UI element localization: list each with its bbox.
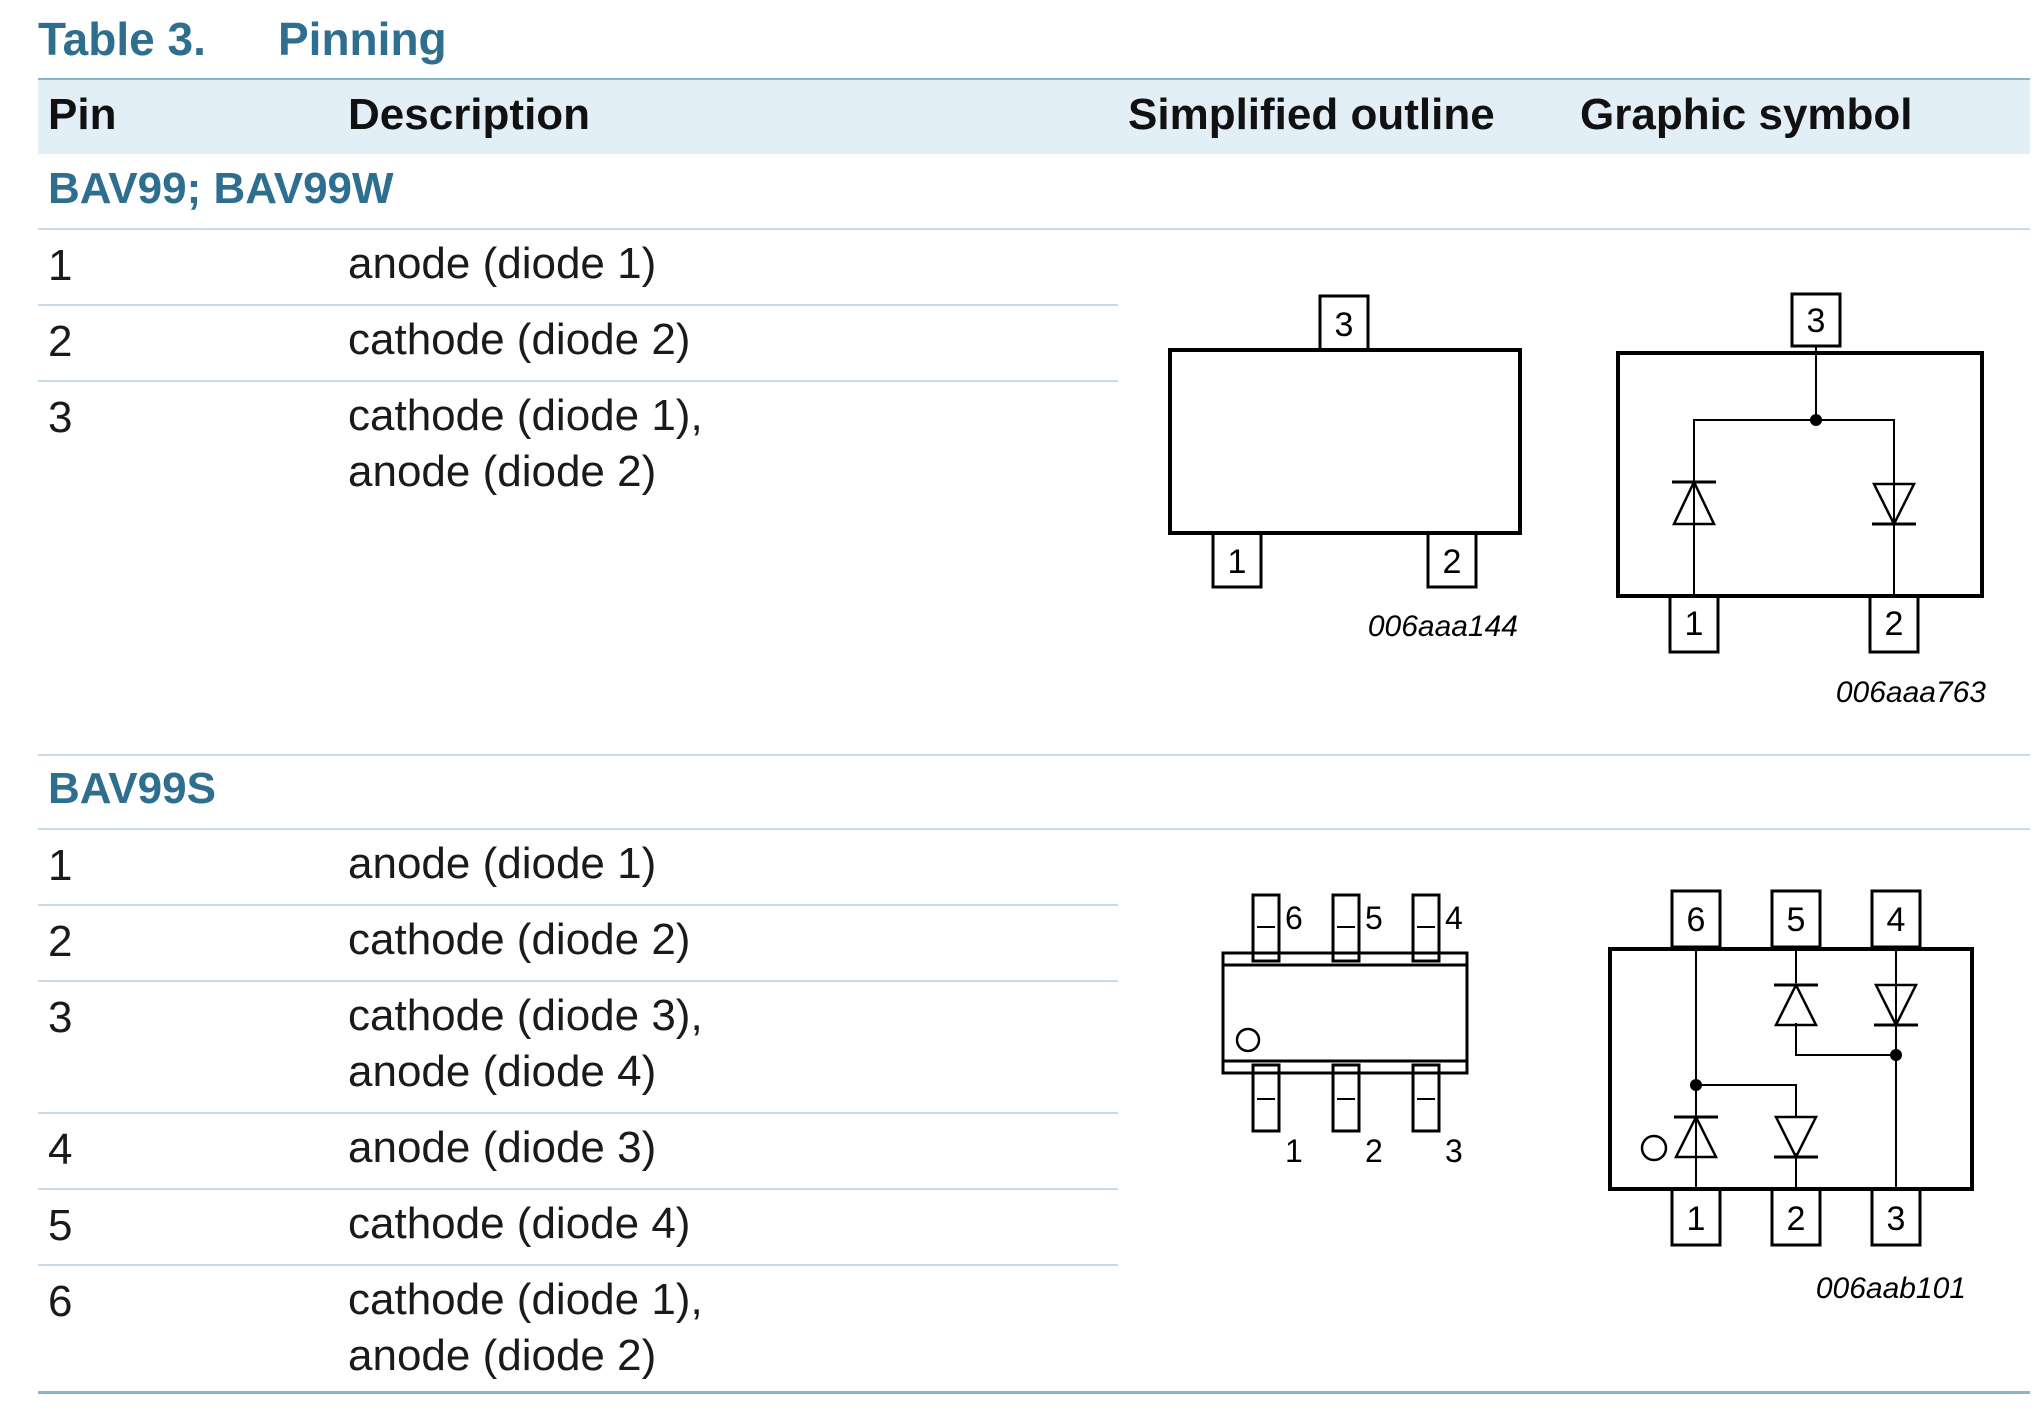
- symbol-pin-label: 4: [1887, 901, 1906, 939]
- pin-description: anode (diode 3): [348, 1123, 657, 1172]
- symbol-pin-label: 2: [1787, 1200, 1806, 1238]
- header-pin: Pin: [48, 90, 117, 139]
- section-title-bav99s: BAV99S: [48, 764, 216, 813]
- row-divider: [38, 380, 1118, 382]
- symbol-pin-label: 3: [1887, 1200, 1906, 1238]
- outline-code: 006aab101: [1816, 1272, 1966, 1305]
- pin-description: anode (diode 1): [348, 239, 657, 288]
- divider: [38, 228, 2030, 230]
- pin-description: cathode (diode 2): [348, 315, 691, 364]
- outline-pin-label: 6: [1285, 900, 1303, 936]
- symbol-pin-label: 1: [1687, 1200, 1706, 1238]
- header-simplified-outline: Simplified outline: [1128, 90, 1495, 139]
- table-title: Table 3. Pinning: [38, 12, 447, 66]
- pin-description: anode (diode 1): [348, 839, 657, 888]
- pin-number: 2: [48, 917, 73, 966]
- pinning-table: Pin Description Simplified outline Graph…: [38, 78, 2030, 1398]
- symbol-code: 006aaa763: [1836, 676, 1986, 709]
- row-divider: [38, 304, 1118, 306]
- header-description: Description: [348, 90, 591, 139]
- table-number: Table 3.: [38, 13, 206, 65]
- table-bottom-rule: [38, 1391, 2030, 1394]
- pin-number: 1: [48, 841, 73, 890]
- pin-description: cathode (diode 1),anode (diode 2): [348, 1275, 703, 1380]
- section-title-bav99: BAV99; BAV99W: [48, 164, 394, 213]
- pin-number: 6: [48, 1277, 73, 1326]
- pin-number: 2: [48, 317, 73, 366]
- pin-description: cathode (diode 1),anode (diode 2): [348, 391, 703, 496]
- symbol-pin-label: 2: [1885, 605, 1904, 643]
- sot23-graphic-symbol: 3 1 2 006aaa763: [1616, 292, 1986, 709]
- sot363-outline-drawing: 6 5 4 1 2 3: [1221, 893, 1469, 1169]
- table-caption: Pinning: [278, 13, 447, 65]
- divider: [38, 828, 2030, 830]
- outline-pin-label: 4: [1445, 900, 1463, 936]
- pin-number: 1: [48, 241, 73, 290]
- pin-description: cathode (diode 4): [348, 1199, 691, 1248]
- table-header-row: [38, 78, 2030, 154]
- row-divider: [38, 1112, 1118, 1114]
- outline-pin-label: 3: [1335, 306, 1354, 344]
- symbol-pin-label: 1: [1685, 605, 1704, 643]
- outline-pin-label: 2: [1443, 543, 1462, 581]
- outline-pin-label: 1: [1228, 543, 1247, 581]
- row-divider: [38, 904, 1118, 906]
- pin-number: 3: [48, 993, 73, 1042]
- outline-pin-label: 3: [1445, 1133, 1463, 1169]
- sot23-outline-drawing: 3 1 2 006aaa144: [1168, 294, 1522, 643]
- symbol-pin-label: 6: [1687, 901, 1706, 939]
- pin-number: 4: [48, 1125, 73, 1174]
- divider: [38, 754, 2030, 756]
- row-divider: [38, 1188, 1118, 1190]
- sot363-graphic-symbol: 6 5 4 1 2 3 006aab101: [1608, 889, 1974, 1305]
- pin-number: 3: [48, 393, 73, 442]
- pin-description: cathode (diode 3),anode (diode 4): [348, 991, 703, 1096]
- symbol-pin-label: 5: [1787, 901, 1806, 939]
- outline-pin-label: 5: [1365, 900, 1383, 936]
- row-divider: [38, 980, 1118, 982]
- header-graphic-symbol: Graphic symbol: [1580, 90, 1913, 139]
- pin-description: cathode (diode 2): [348, 915, 691, 964]
- row-divider: [38, 1264, 1118, 1266]
- outline-code: 006aaa144: [1368, 610, 1518, 643]
- pin-number: 5: [48, 1201, 73, 1250]
- outline-pin-label: 1: [1285, 1133, 1303, 1169]
- outline-pin-label: 2: [1365, 1133, 1383, 1169]
- symbol-pin-label: 3: [1807, 302, 1826, 340]
